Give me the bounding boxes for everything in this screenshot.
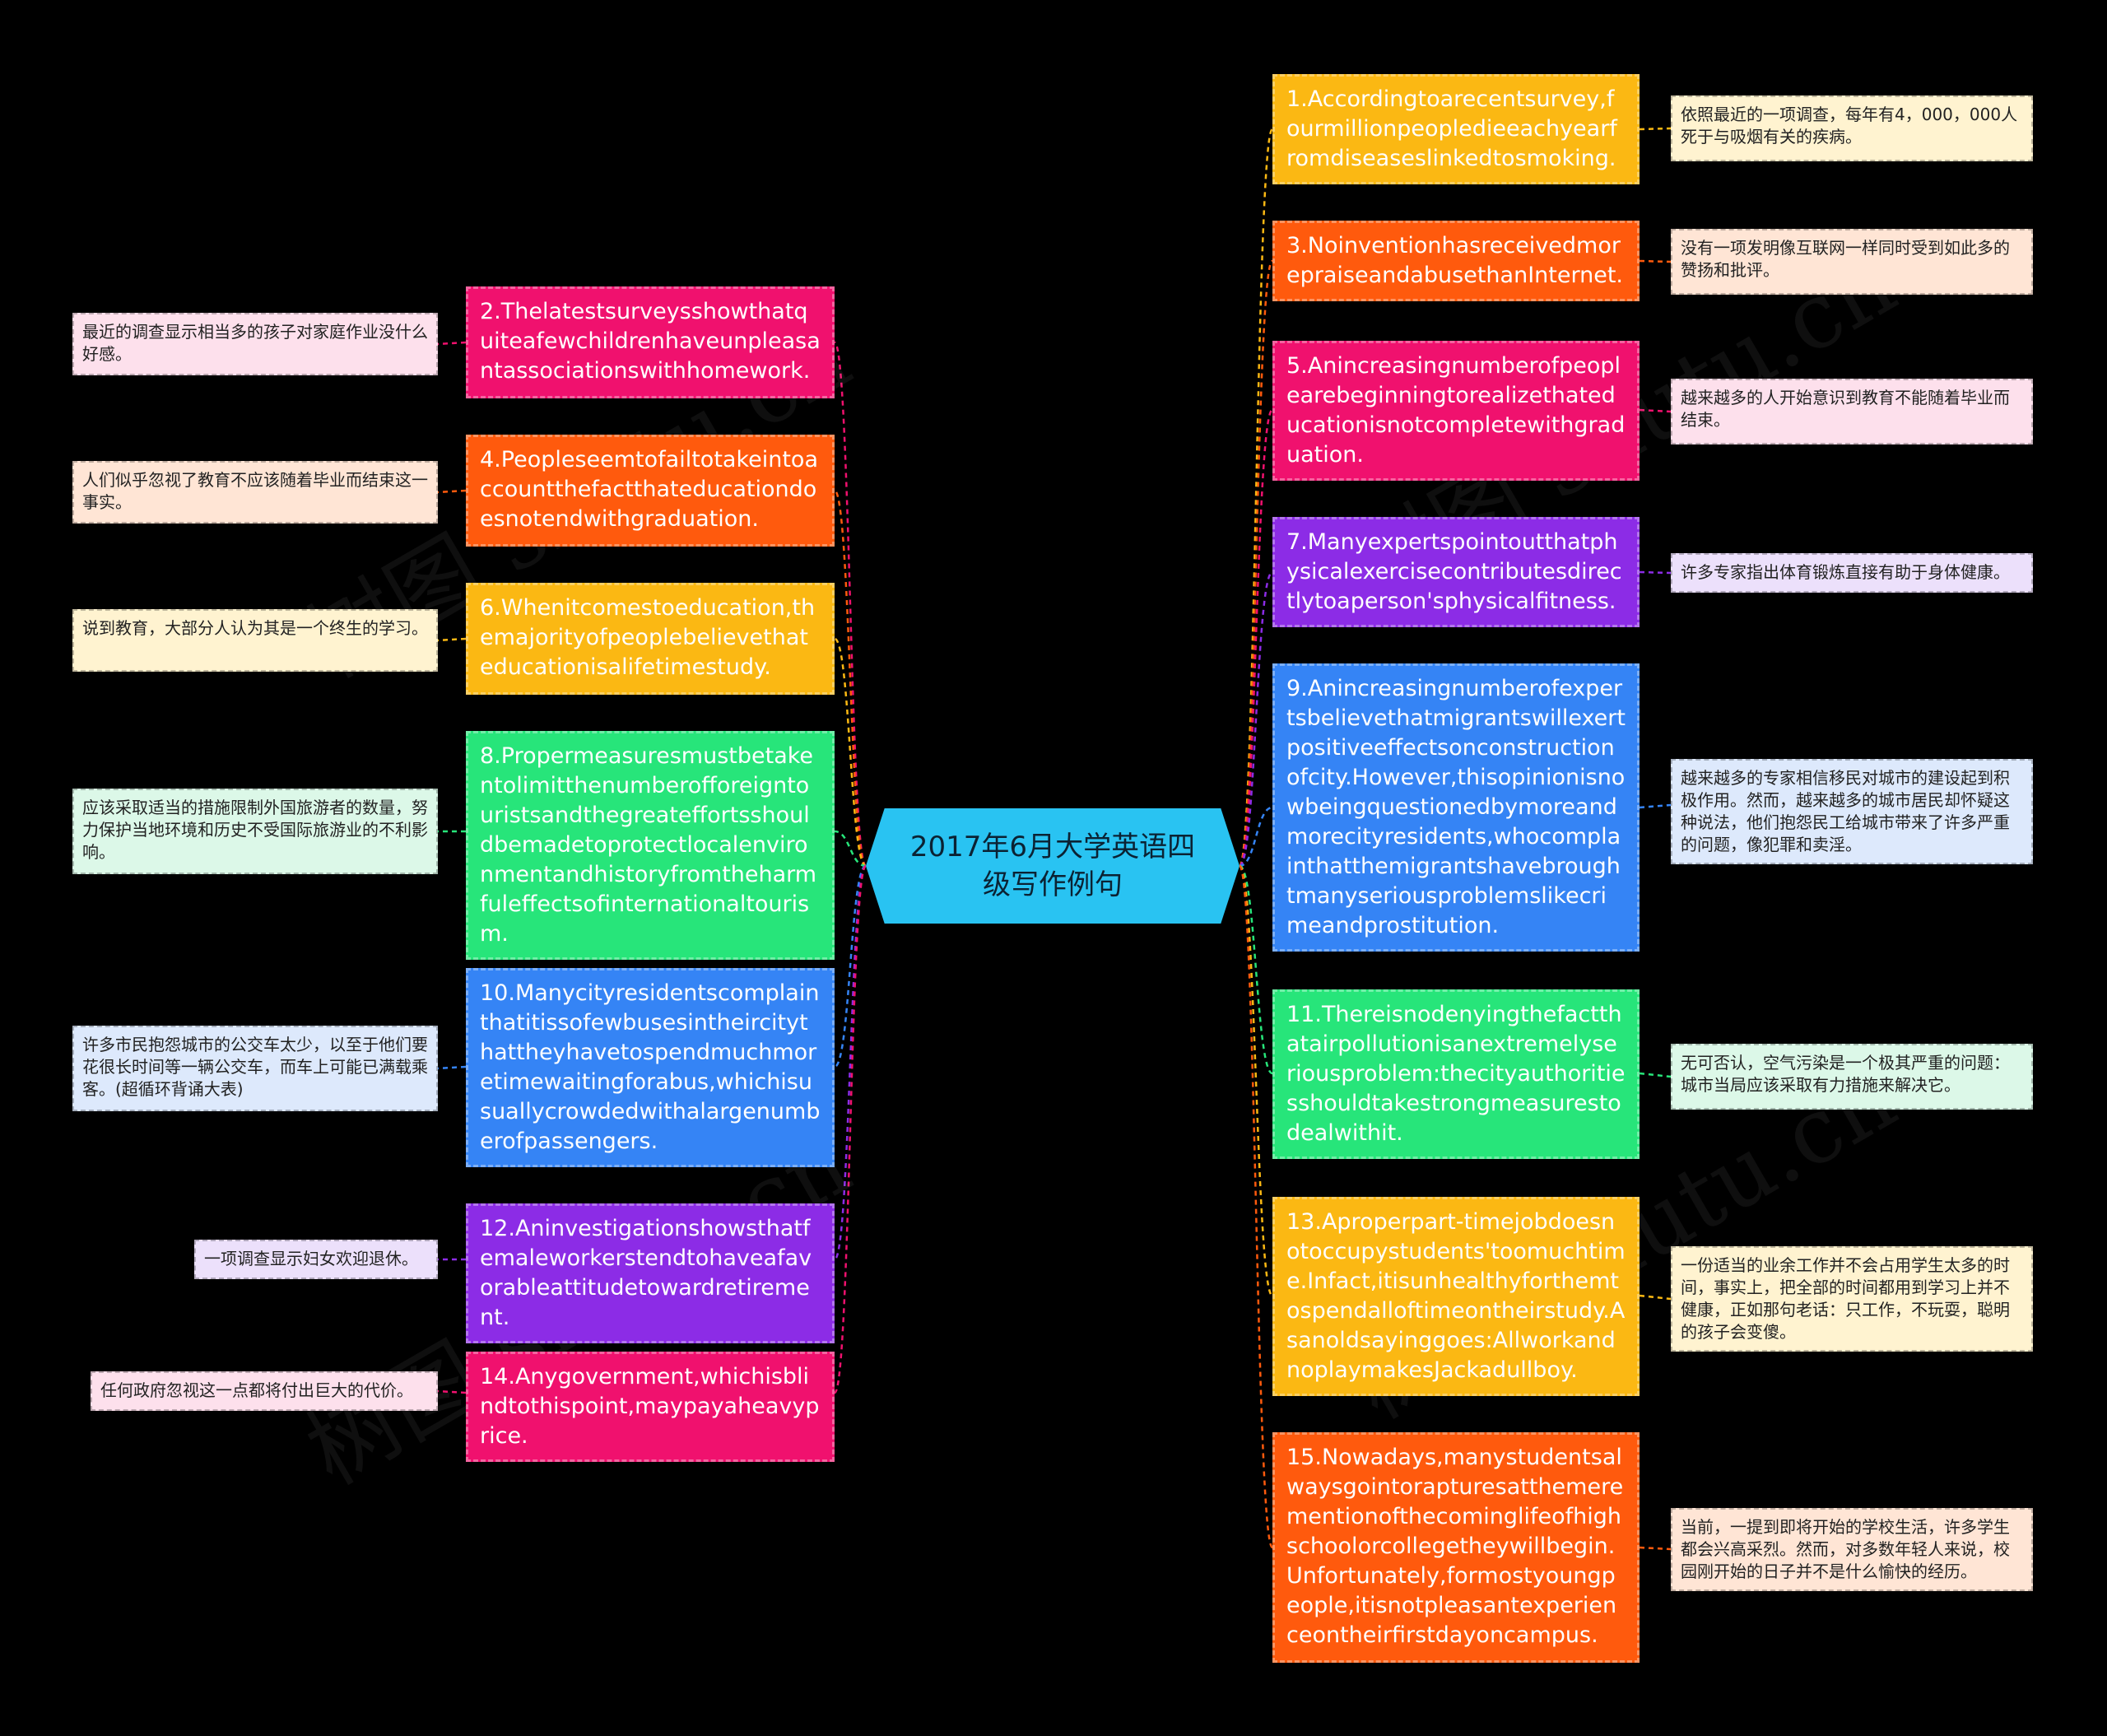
connector-line	[1238, 408, 1274, 868]
translation-note-b13[interactable]: 一份适当的业余工作并不会占用学生太多的时间，事实上，把全部的时间都用到学习上并不…	[1671, 1246, 2033, 1352]
translation-note-b3[interactable]: 没有一项发明像互联网一样同时受到如此多的赞扬和批评。	[1671, 229, 2033, 295]
connector-line	[1238, 259, 1274, 868]
branch-node-b4[interactable]: 4.Peopleseemtofailtotakeintoaccountthefa…	[466, 435, 835, 547]
connector-line	[437, 637, 467, 642]
branch-node-b10[interactable]: 10.Manycityresidentscomplainthatitissofe…	[466, 968, 835, 1167]
translation-note-b6[interactable]: 说到教育，大部分人认为其是一个终生的学习。	[72, 609, 438, 672]
connector-line	[1239, 806, 1273, 868]
branch-node-b12[interactable]: 12.Aninvestigationshowsthatfemaleworkers…	[466, 1203, 835, 1343]
branch-node-b2[interactable]: 2.Thelatestsurveysshowthatquiteafewchild…	[466, 286, 835, 398]
translation-note-b9[interactable]: 越来越多的专家相信移民对城市的建设起到积极作用。然而，越来越多的城市居民却怀疑这…	[1671, 759, 2033, 864]
branch-node-b11[interactable]: 11.Thereisnodenyingthefactthatairpolluti…	[1272, 989, 1640, 1159]
connector-line	[833, 864, 867, 1068]
branch-node-b1[interactable]: 1.Accordingtoarecentsurvey,fourmillionpe…	[1272, 74, 1640, 184]
translation-note-b2[interactable]: 最近的调查显示相当多的孩子对家庭作业没什么好感。	[72, 313, 438, 375]
branch-node-b6[interactable]: 6.Whenitcomestoeducation,themajorityofpe…	[466, 583, 835, 695]
root-title: 2017年6月大学英语四级写作例句	[909, 831, 1196, 901]
branch-node-b9[interactable]: 9.Anincreasingnumberofexpertsbelievethat…	[1272, 663, 1640, 952]
branch-node-b3[interactable]: 3.Noinventionhasreceivedmorepraiseandabu…	[1272, 221, 1640, 301]
connector-line	[437, 341, 467, 346]
translation-note-b12[interactable]: 一项调查显示妇女欢迎退休。	[194, 1240, 438, 1279]
branch-node-b14[interactable]: 14.Anygovernment,whichisblindtothispoint…	[466, 1352, 835, 1462]
branch-node-b15[interactable]: 15.Nowadays,manystudentsalwaysgointorapt…	[1272, 1432, 1640, 1663]
translation-note-b4[interactable]: 人们似乎忽视了教育不应该随着毕业而结束这一事实。	[72, 461, 438, 524]
branch-node-b7[interactable]: 7.Manyexpertspointoutthatphysicalexercis…	[1272, 517, 1640, 627]
translation-note-b5[interactable]: 越来越多的人开始意识到教育不能随着毕业而结束。	[1671, 379, 2033, 444]
connector-line	[834, 830, 867, 868]
translation-note-b11[interactable]: 无可否认，空气污染是一个极其严重的问题：城市当局应该采取有力措施来解决它。	[1671, 1044, 2033, 1110]
connector-line	[437, 489, 467, 494]
connector-line	[833, 864, 867, 1394]
translation-note-b14[interactable]: 任何政府忽视这一点都将付出巨大的代价。	[91, 1371, 438, 1411]
branch-node-b5[interactable]: 5.Anincreasingnumberofpeoplearebeginning…	[1272, 341, 1640, 481]
translation-note-b7[interactable]: 许多专家指出体育锻炼直接有助于身体健康。	[1671, 553, 2033, 593]
connector-line	[1238, 570, 1274, 868]
connector-line	[437, 1065, 467, 1070]
branch-node-b8[interactable]: 8.Propermeasuresmustbetakentolimitthenum…	[466, 731, 835, 960]
connector-line	[1238, 864, 1274, 1297]
connector-line	[833, 489, 867, 868]
connector-line	[1238, 864, 1274, 1549]
branch-node-b13[interactable]: 13.Aproperpart-timejobdoesnotoccupystude…	[1272, 1197, 1640, 1396]
translation-note-b8[interactable]: 应该采取适当的措施限制外国旅游者的数量，努力保护当地环境和历史不受国际旅游业的不…	[72, 789, 438, 874]
translation-note-b10[interactable]: 许多市民抱怨城市的公交车太少，以至于他们要花很长时间等一辆公交车，而车上可能已满…	[72, 1026, 438, 1111]
translation-note-b1[interactable]: 依照最近的一项调查，每年有4，000，000人死于与吸烟有关的疾病。	[1671, 95, 2033, 161]
translation-note-b15[interactable]: 当前，一提到即将开始的学校生活，许多学生都会兴高采烈。然而，对多数年轻人来说，校…	[1671, 1508, 2033, 1591]
root-topic[interactable]: 2017年6月大学英语四级写作例句	[866, 808, 1240, 924]
connector-line	[833, 637, 867, 868]
connector-line	[437, 1389, 467, 1394]
connector-line	[1239, 864, 1273, 1075]
